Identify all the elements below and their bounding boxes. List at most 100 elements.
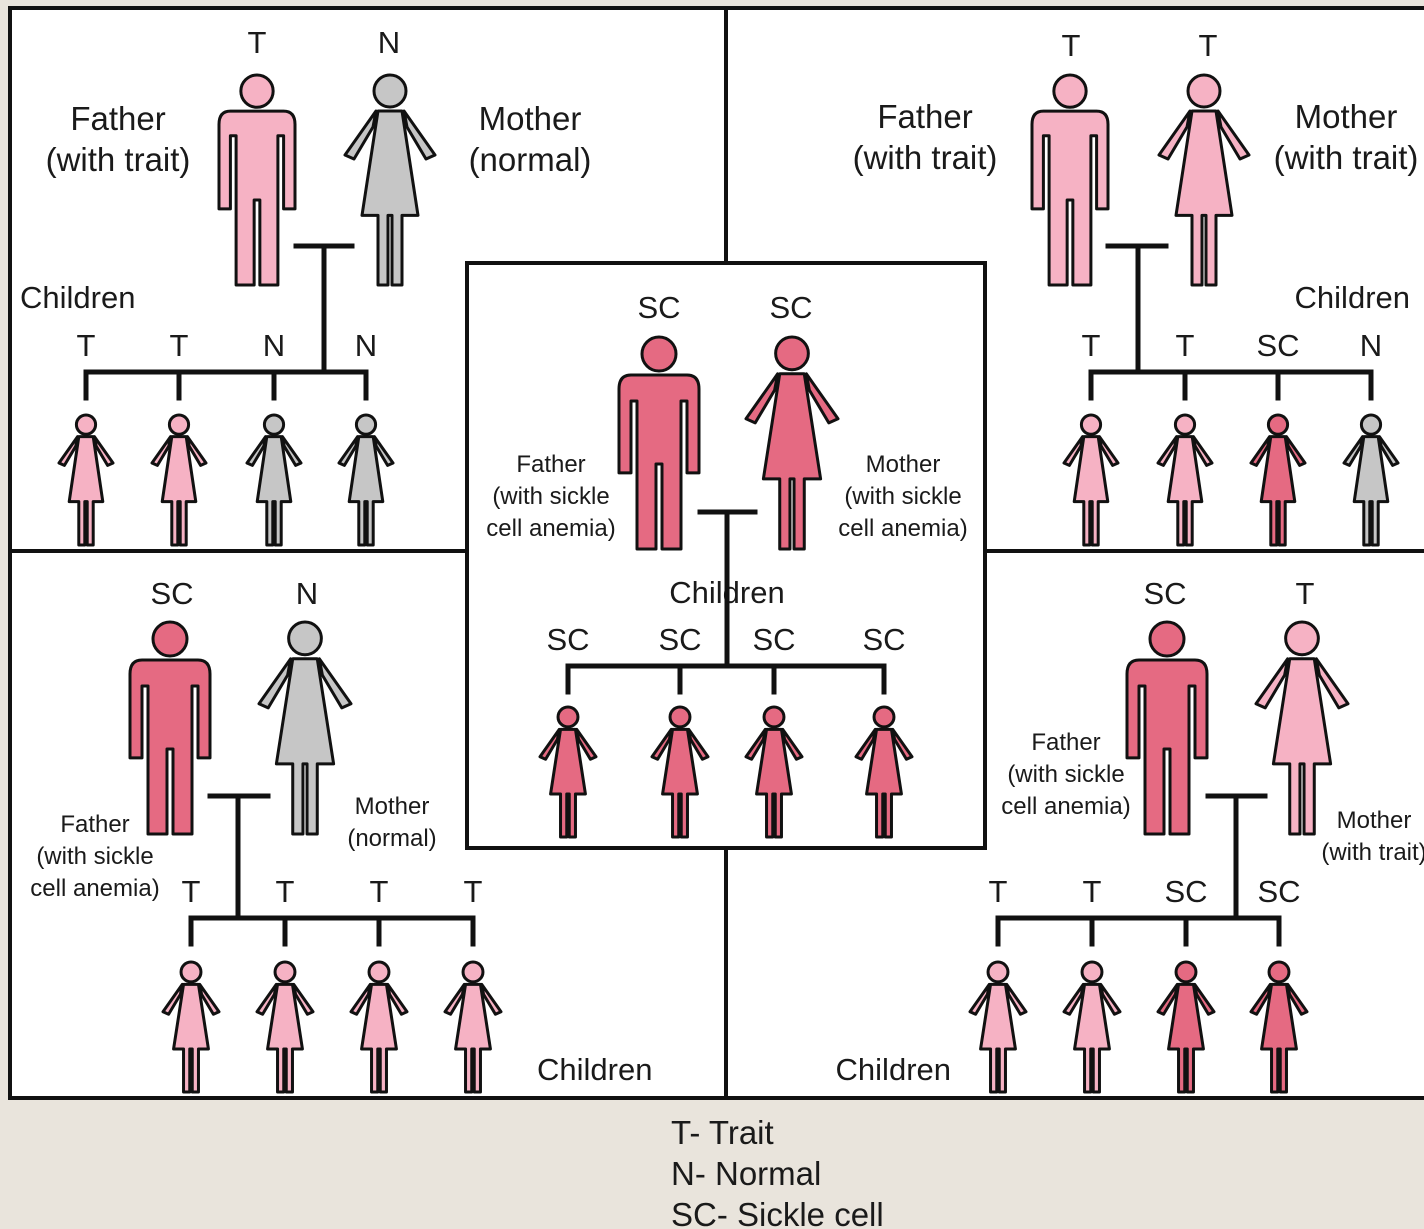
dress	[1260, 982, 1298, 1094]
children-label: Children	[20, 280, 135, 315]
head	[239, 73, 275, 109]
children-label: Children	[1295, 280, 1410, 315]
head	[367, 960, 391, 984]
child-genotype-label: SC	[546, 622, 589, 657]
head	[762, 705, 786, 729]
legend: T- Trait N- Normal SC- Sickle cell	[671, 1112, 884, 1229]
head	[1359, 413, 1383, 436]
mother-description-line: Mother	[1337, 807, 1412, 834]
mother-description-line: cell anemia)	[838, 515, 967, 542]
head	[1173, 413, 1197, 436]
child-figure-icon	[349, 960, 409, 1094]
child-figure-icon	[968, 960, 1028, 1094]
left-arm	[1254, 657, 1290, 710]
father-description-line: (with sickle	[1007, 761, 1124, 788]
child-figure-icon	[538, 705, 598, 839]
dress	[160, 435, 198, 547]
dress	[661, 727, 699, 839]
dress	[1073, 982, 1111, 1094]
head	[1266, 413, 1290, 436]
dress	[67, 435, 105, 547]
head	[872, 705, 896, 729]
child-figure-icon	[1062, 413, 1120, 547]
dress	[255, 435, 293, 547]
child-figure-icon	[161, 960, 221, 1094]
head	[273, 960, 297, 984]
child-figure-icon	[1156, 413, 1214, 547]
father-description-line: (with sickle	[36, 843, 153, 870]
mother-woman-figure-icon	[744, 335, 840, 551]
right-arm	[317, 657, 353, 710]
dress	[1271, 657, 1333, 836]
body	[1030, 109, 1110, 287]
mother-description-line: (normal)	[347, 825, 436, 852]
child-genotype-label: SC	[752, 622, 795, 657]
head	[1148, 620, 1186, 658]
head	[668, 705, 692, 729]
right-arm	[804, 372, 840, 425]
child-genotype-label: T	[77, 328, 96, 363]
dress	[360, 982, 398, 1094]
mother-woman-figure-icon	[257, 620, 353, 836]
mother-description-line: Mother	[479, 100, 582, 137]
head	[640, 335, 678, 373]
left-arm	[744, 372, 780, 425]
child-genotype-label: T	[276, 874, 295, 909]
head	[74, 413, 98, 436]
child-genotype-label: SC	[1257, 874, 1300, 909]
mother-genotype-label: T	[1296, 576, 1315, 611]
child-figure-icon	[1156, 960, 1216, 1094]
child-figure-icon	[245, 413, 303, 547]
head	[354, 413, 378, 436]
child-genotype-label: T	[1083, 874, 1102, 909]
left-arm	[257, 657, 293, 710]
father-man-figure-icon	[128, 620, 212, 836]
father-description-line: cell anemia)	[30, 875, 159, 902]
head	[262, 413, 286, 436]
head	[179, 960, 203, 984]
dress	[865, 727, 903, 839]
dress	[1167, 982, 1205, 1094]
mother-description-line: Mother	[866, 451, 941, 478]
mother-woman-figure-icon	[1157, 73, 1251, 287]
dress	[979, 982, 1017, 1094]
father-genotype-label: SC	[1143, 576, 1186, 611]
child-genotype-label: SC	[1164, 874, 1207, 909]
legend-sickle-cell: SC- Sickle cell	[671, 1196, 884, 1229]
head	[461, 960, 485, 984]
child-figure-icon	[854, 705, 914, 839]
child-genotype-label: SC	[1256, 328, 1299, 363]
child-genotype-label: SC	[658, 622, 701, 657]
head	[556, 705, 580, 729]
children-label: Children	[537, 1052, 652, 1087]
dress	[1174, 109, 1234, 287]
head	[1174, 960, 1198, 984]
child-genotype-label: T	[989, 874, 1008, 909]
child-genotype-label: T	[1082, 328, 1101, 363]
child-genotype-label: T	[182, 874, 201, 909]
child-genotype-label: T	[1176, 328, 1195, 363]
father-man-figure-icon	[217, 73, 297, 287]
mother-description-line: (normal)	[469, 141, 592, 178]
legend-normal: N- Normal	[671, 1155, 822, 1192]
dress	[172, 982, 210, 1094]
head	[1080, 960, 1104, 984]
father-description-line: Father	[516, 451, 585, 478]
dress	[1072, 435, 1110, 547]
right-arm	[1216, 109, 1251, 161]
father-description-line: cell anemia)	[1001, 793, 1130, 820]
right-arm	[402, 109, 437, 161]
mother-description-line: (with trait)	[1321, 839, 1424, 866]
child-figure-icon	[650, 705, 710, 839]
head	[287, 620, 323, 657]
father-genotype-label: SC	[150, 576, 193, 611]
father-man-figure-icon	[617, 335, 701, 551]
mother-genotype-label: SC	[769, 290, 812, 325]
father-description-line: (with sickle	[492, 483, 609, 510]
father-description-line: Father	[1031, 729, 1100, 756]
father-description-line: (with trait)	[46, 141, 191, 178]
dress	[1352, 435, 1390, 547]
body	[1125, 658, 1209, 836]
